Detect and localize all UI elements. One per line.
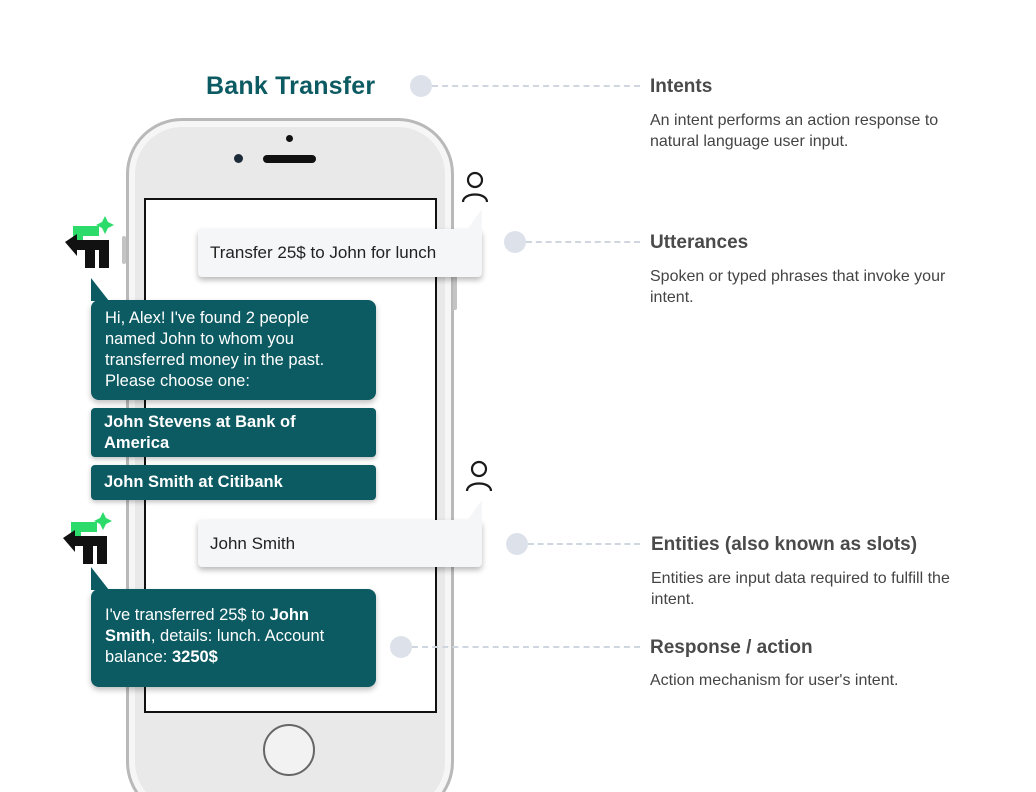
user-icon xyxy=(461,171,489,203)
option-label: John Stevens at Bank of America xyxy=(104,413,296,452)
user-icon xyxy=(465,460,493,492)
bot-message-bubble: Hi, Alex! I've found 2 people named John… xyxy=(91,278,376,400)
option-label: John Smith at Citibank xyxy=(104,473,283,491)
callout-dot-intents xyxy=(410,75,432,97)
user-message-text: Transfer 25$ to John for lunch xyxy=(210,243,437,262)
bot-confirmation-bubble: I've transferred 25$ to John Smith, deta… xyxy=(91,567,376,687)
option-button-john-stevens[interactable]: John Stevens at Bank of America xyxy=(91,408,376,457)
bot-message-text: , details: lunch. Account balance: xyxy=(105,627,325,666)
callout-title-entities: Entities (also known as slots) xyxy=(651,534,918,555)
home-button[interactable] xyxy=(263,724,315,776)
user-message-text: John Smith xyxy=(210,533,296,553)
callout-desc-entities: Entities are input data required to fulf… xyxy=(651,570,950,608)
callout-desc-response: Action mechanism for user's intent. xyxy=(650,672,899,689)
phone-side-button xyxy=(122,236,126,264)
phone-speaker xyxy=(263,155,316,163)
recipient-name: John Smith xyxy=(105,606,309,645)
user-message-bubble: Transfer 25$ to John for lunch xyxy=(198,209,482,277)
option-button-john-smith[interactable]: John Smith at Citibank xyxy=(91,465,376,500)
callout-desc-intents: An intent performs an action response to… xyxy=(650,112,939,150)
callout-title-utterances: Utterances xyxy=(650,232,749,253)
callout-desc-utterances: Spoken or typed phrases that invoke your… xyxy=(650,268,946,306)
bot-message-text: I've transferred 25$ to xyxy=(105,606,270,624)
phone-camera xyxy=(234,154,243,163)
callout-title-intents: Intents xyxy=(650,76,713,97)
user-message-bubble: John Smith xyxy=(198,500,482,567)
bot-logo-icon xyxy=(65,216,114,268)
callout-line-intents xyxy=(432,85,640,87)
page-title: Bank Transfer xyxy=(206,72,376,100)
bot-logo-icon xyxy=(63,512,112,564)
phone-sensor xyxy=(286,135,293,142)
bot-message-text: Hi, Alex! I've found 2 people named John… xyxy=(105,309,325,390)
callout-dot-utterances xyxy=(504,231,526,253)
callout-line-utterances xyxy=(526,241,640,243)
account-balance: 3250$ xyxy=(171,648,218,666)
callout-title-response: Response / action xyxy=(650,637,813,658)
callout-line-entities xyxy=(528,543,640,545)
callout-dot-response xyxy=(390,636,412,658)
callout-dot-entities xyxy=(506,533,528,555)
callout-line-response xyxy=(412,646,640,648)
